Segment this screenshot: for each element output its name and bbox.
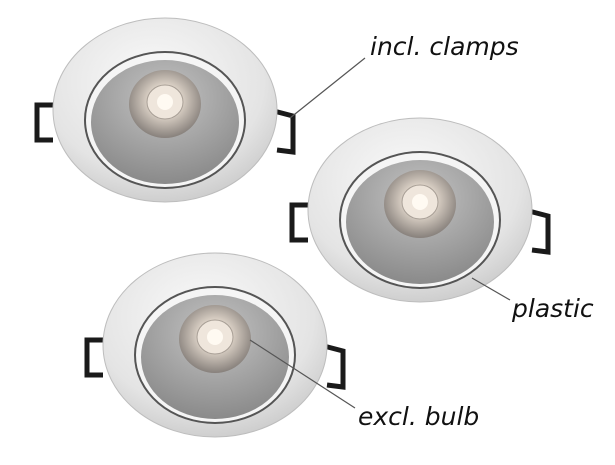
label-incl-clamps: incl. clamps bbox=[370, 32, 519, 61]
downlight-right bbox=[292, 118, 548, 302]
leader-line-clamps bbox=[289, 57, 366, 119]
downlight-bottom bbox=[87, 253, 343, 437]
leader-line-bulb bbox=[249, 339, 356, 409]
label-plastic: plastic bbox=[512, 294, 594, 323]
leader-line-plastic bbox=[471, 277, 511, 301]
label-excl-bulb: excl. bulb bbox=[358, 402, 480, 431]
downlight-top bbox=[37, 18, 293, 202]
